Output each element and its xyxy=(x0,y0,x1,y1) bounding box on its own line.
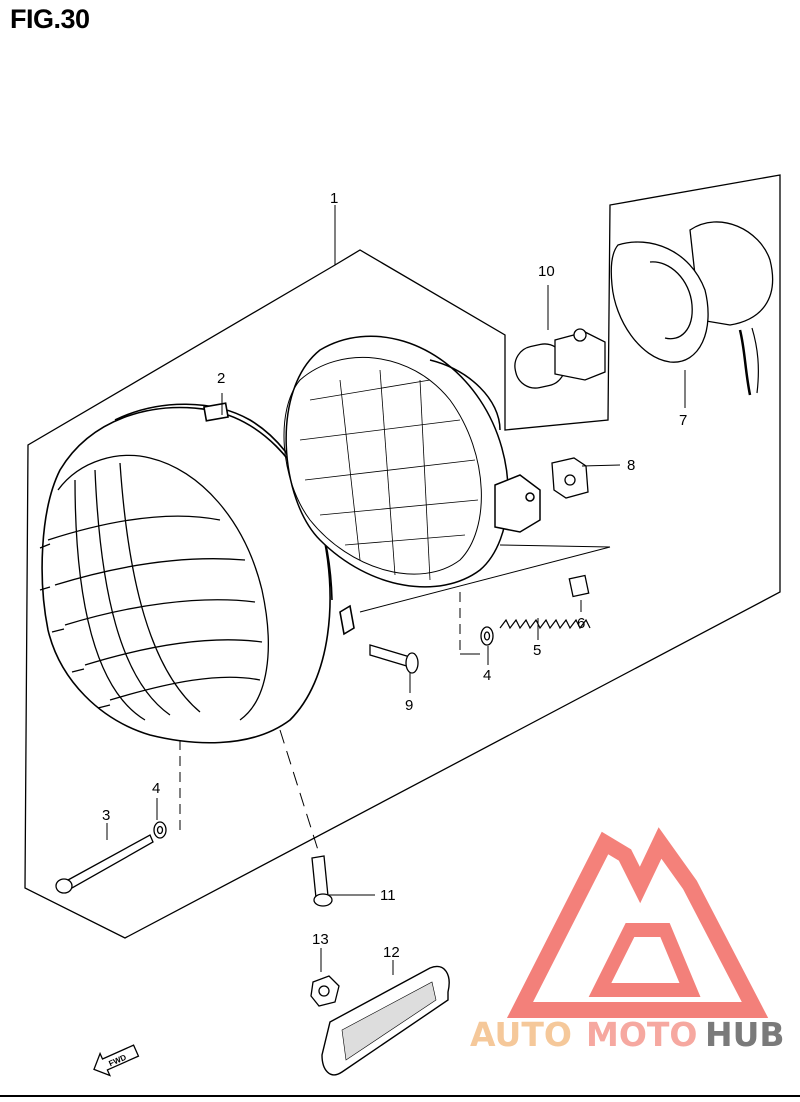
callout-4-upper: 4 xyxy=(483,667,491,684)
callout-3: 3 xyxy=(102,807,110,824)
callout-12: 12 xyxy=(383,944,400,961)
washer-lower xyxy=(153,821,167,839)
callout-1: 1 xyxy=(330,190,338,207)
watermark-moto: MOTO xyxy=(586,1015,697,1054)
callout-5: 5 xyxy=(533,642,541,659)
assembly-outline xyxy=(24,174,781,939)
leader-lines xyxy=(106,205,686,975)
callout-7: 7 xyxy=(679,412,687,429)
callout-8: 8 xyxy=(627,457,635,474)
callout-10: 10 xyxy=(538,263,555,280)
adjust-spring xyxy=(499,618,591,630)
screw-nine xyxy=(369,644,419,674)
washer-upper xyxy=(480,626,494,646)
watermark-hub: HUB xyxy=(705,1015,785,1054)
watermark-text: AUTO MOTO HUB xyxy=(470,1015,785,1054)
reflector xyxy=(321,965,450,1076)
figure-title: FIG.30 xyxy=(10,4,90,34)
forward-arrow-icon: FWD xyxy=(93,1044,140,1077)
watermark-auto: AUTO xyxy=(470,1015,572,1054)
callout-labels: 1 2 3 4 4 5 6 7 8 9 10 11 12 13 xyxy=(102,190,687,961)
bulb-socket xyxy=(610,221,774,396)
square-nut xyxy=(568,574,590,598)
callout-4-lower: 4 xyxy=(152,780,160,797)
long-bolt xyxy=(55,834,154,894)
headlight-guard-grille xyxy=(39,454,269,721)
grommet xyxy=(310,975,340,1007)
lens-pattern xyxy=(299,369,479,581)
bulb xyxy=(514,328,606,389)
callout-11: 11 xyxy=(380,887,396,904)
watermark-logo xyxy=(506,827,769,1018)
callout-9: 9 xyxy=(405,697,413,714)
callout-6: 6 xyxy=(577,615,585,632)
screw-eleven xyxy=(311,855,333,907)
callout-2: 2 xyxy=(217,370,225,387)
clip-nut xyxy=(551,457,589,499)
callout-13: 13 xyxy=(312,931,329,948)
